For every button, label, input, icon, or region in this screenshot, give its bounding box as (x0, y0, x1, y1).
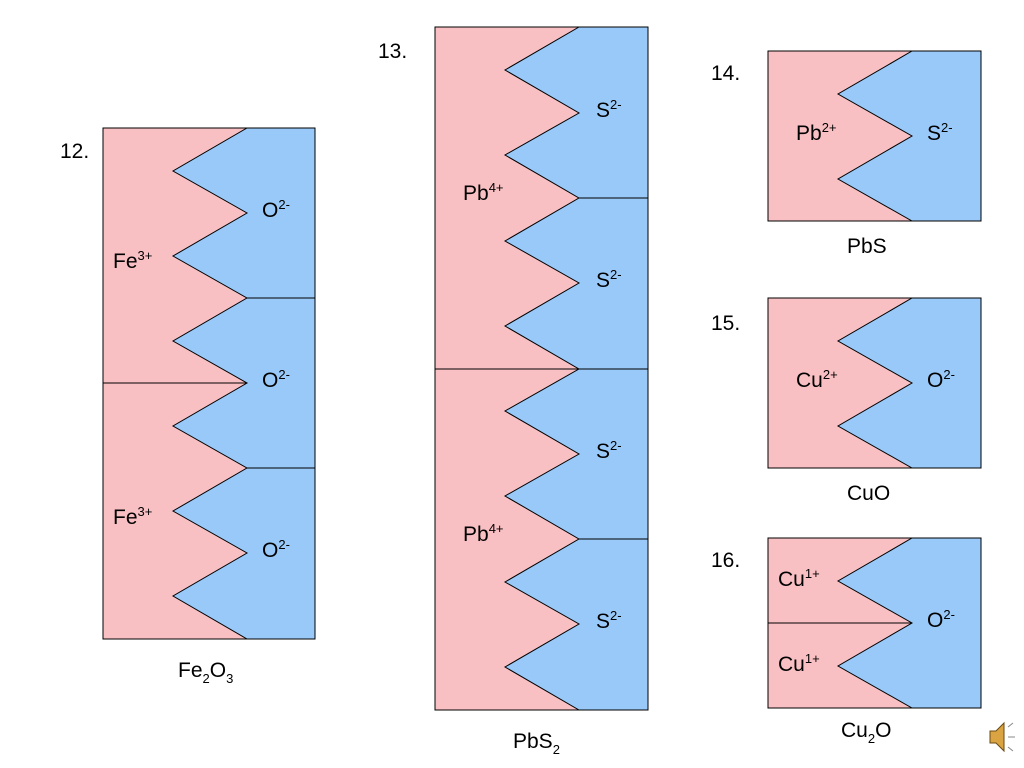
problem-12: 12. Fe3+ Fe3+ O2- O2- O2- Fe2O3 (60, 127, 316, 686)
formula-label: Cu2O (841, 719, 891, 746)
anion-label: S2- (596, 608, 622, 633)
anion-piece (171, 467, 316, 640)
cation-label: Cu1+ (778, 651, 820, 676)
cation-label: Cu2+ (796, 367, 838, 392)
problem-number: 13. (378, 40, 407, 63)
anion-label: O2- (262, 367, 290, 392)
anion-label: O2- (262, 197, 290, 222)
problem-16: 16. Cu1+ Cu1+ O2- Cu2O (711, 537, 982, 746)
cation-label: Pb4+ (463, 180, 504, 205)
anion-piece (171, 127, 316, 299)
anion-label: O2- (927, 367, 955, 392)
anion-label: O2- (927, 607, 955, 632)
formula-label: CuO (847, 482, 890, 505)
formula-label: PbS (847, 235, 887, 258)
anion-label: S2- (596, 438, 622, 463)
problem-15: 15. Cu2+ O2- CuO (711, 297, 982, 505)
problem-number: 15. (711, 312, 740, 335)
anion-label: O2- (262, 537, 290, 562)
formula-label: PbS2 (513, 730, 560, 757)
problem-13: 13. Pb4+ Pb4+ S2- S2- S2- S2- PbS2 (378, 26, 649, 757)
anion-piece (503, 368, 649, 540)
anion-piece (836, 537, 982, 709)
anion-label: S2- (927, 120, 953, 145)
cation-label: Pb4+ (463, 521, 504, 546)
cation-label: Fe3+ (113, 504, 152, 529)
speaker-icon[interactable] (989, 721, 1015, 753)
cation-label: Cu1+ (778, 566, 820, 591)
anion-piece (503, 26, 649, 199)
anion-piece (171, 297, 316, 469)
problem-number: 12. (60, 140, 89, 163)
anion-piece (836, 50, 982, 222)
problem-number: 14. (711, 62, 740, 85)
anion-piece (503, 197, 649, 370)
formula-label: Fe2O3 (178, 659, 233, 686)
problem-number: 16. (711, 549, 740, 572)
anion-piece (503, 538, 649, 711)
cation-label: Pb2+ (796, 120, 837, 145)
anion-label: S2- (596, 267, 622, 292)
problem-14: 14. Pb2+ S2- PbS (711, 50, 982, 258)
cation-label: Fe3+ (113, 248, 152, 273)
anion-piece (836, 297, 982, 469)
anion-label: S2- (596, 97, 622, 122)
